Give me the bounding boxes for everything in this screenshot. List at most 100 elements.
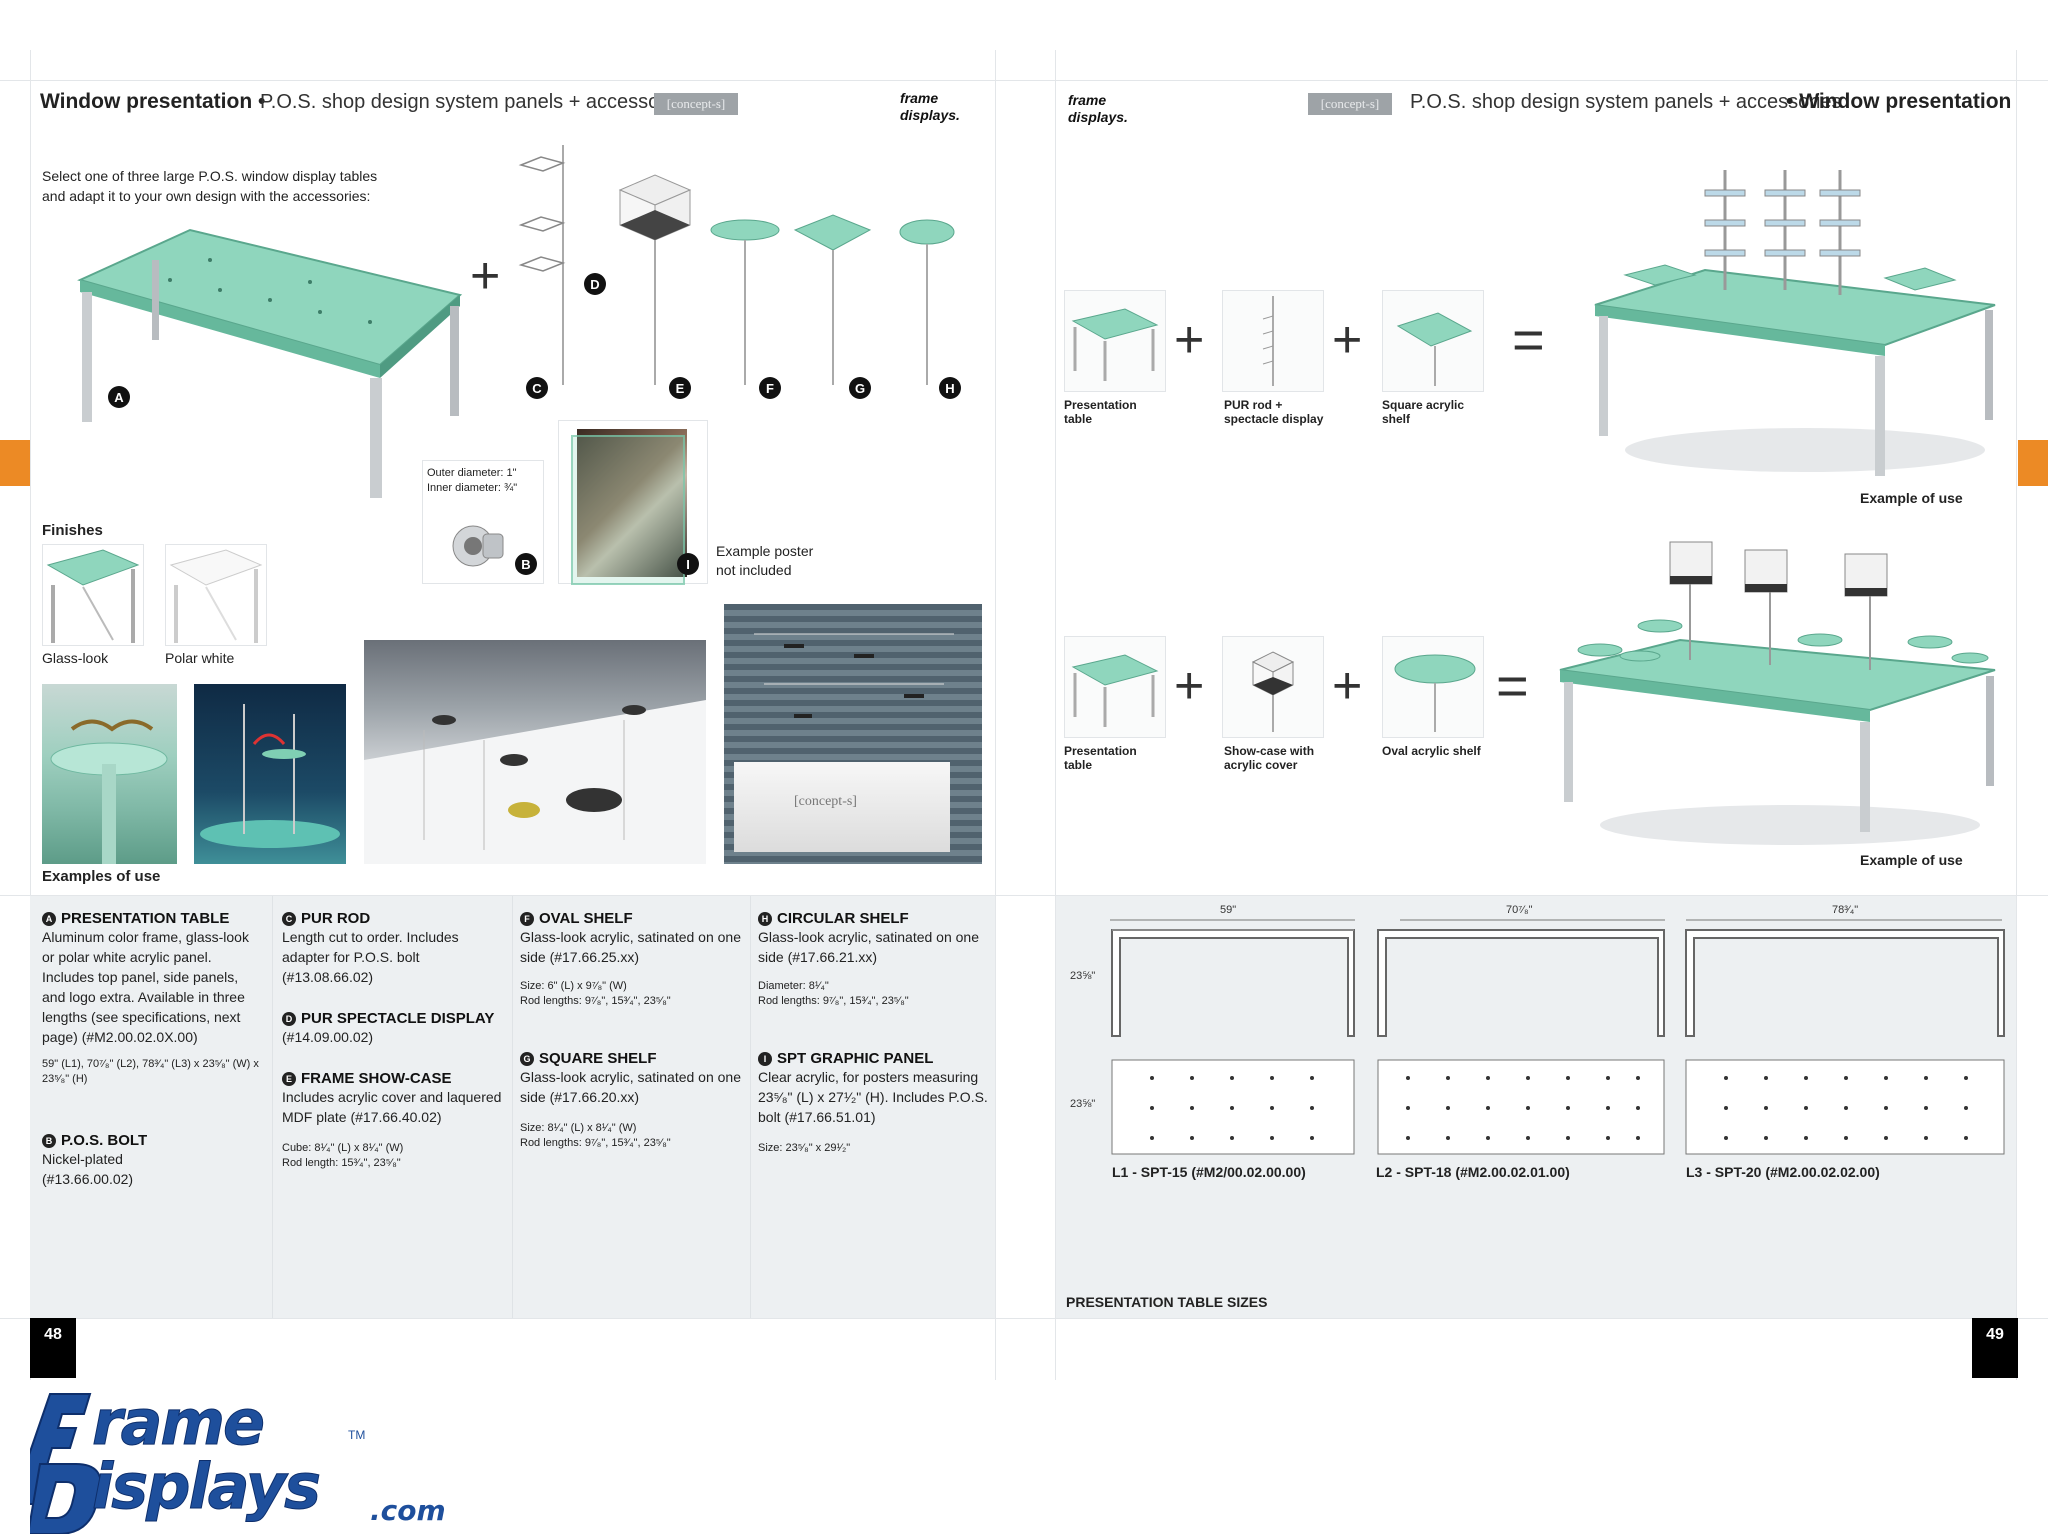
example-photo-2 — [194, 684, 346, 864]
thumb-oval-shelf — [1382, 636, 1484, 738]
spec-body: Includes acrylic cover and laquered MDF … — [282, 1089, 502, 1125]
spec-title: OVAL SHELF — [539, 910, 633, 927]
svg-text:displays.: displays. — [1068, 109, 1128, 125]
example-of-use-1-illustration — [1585, 160, 2010, 480]
svg-text:frame: frame — [1068, 92, 1106, 108]
examples-title: Examples of use — [42, 868, 161, 885]
page-gutter-left — [995, 50, 996, 1380]
right-page-subtitle: P.O.S. shop design system panels + acces… — [1410, 91, 1842, 113]
plus-sign-2a: + — [1174, 657, 1205, 715]
spec-badge-e: E — [282, 1071, 296, 1086]
example-photo-1 — [42, 684, 177, 864]
spec-spt-graphic-panel: I SPT GRAPHIC PANEL Clear acrylic, for po… — [758, 1050, 988, 1156]
size-width-l1: 59" — [1220, 904, 1237, 916]
equals-sign-2: = — [1496, 654, 1529, 717]
plus-sign-2b: + — [1332, 657, 1363, 715]
caption-oval-shelf: Oval acrylic shelf — [1382, 744, 1481, 758]
caption-pur-rod-spectacle: PUR rod + spectacle display — [1224, 398, 1324, 426]
left-page-title: Window presentation • — [40, 90, 266, 113]
plus-sign-1a: + — [1174, 311, 1205, 369]
spec-badge-a: A — [42, 911, 56, 926]
badge-a: A — [108, 386, 130, 408]
brand-line-1: rame — [91, 1386, 265, 1460]
example-photo-3 — [364, 640, 706, 864]
brand-com: .com — [370, 1494, 446, 1527]
thumb-show-case — [1222, 636, 1324, 738]
spec-body: Aluminum color frame, glass-look or pola… — [42, 929, 249, 1045]
thumb-pur-rod-spectacle — [1222, 290, 1324, 392]
spec-badge-g: G — [520, 1051, 534, 1066]
finish-glass-label: Glass-look — [42, 650, 109, 666]
equals-sign-1: = — [1512, 308, 1545, 371]
brand-tm: TM — [348, 1428, 366, 1442]
spec-size: Size: 6" (L) x 9⁷⁄₈" (W) Rod lengths: 9⁷… — [520, 980, 671, 1007]
thumb-presentation-table-2 — [1064, 636, 1166, 738]
size-height-bottom: 23⅝" — [1070, 1098, 1096, 1110]
spec-size: 59" (L1), 70⁷⁄₈" (L2), 78³⁄₄" (L3) x 23⁵… — [42, 1058, 259, 1085]
example-of-use-label-1: Example of use — [1860, 490, 1963, 506]
spec-body: Glass-look acrylic, satinated on one sid… — [520, 929, 741, 965]
badge-d: D — [584, 273, 606, 295]
spec-size: Size: 23⁵⁄₈" x 29¹⁄₂" — [758, 1142, 851, 1154]
header-rule — [0, 80, 2048, 81]
spec-size: Size: 8¹⁄₄" (L) x 8¹⁄₄" (W) Rod lengths:… — [520, 1122, 671, 1149]
poster-caption: Example poster not included — [716, 543, 814, 578]
frame-displays-logo-mark — [10, 1393, 102, 1535]
bolt-diameter-label: Outer diameter: 1" Inner diameter: ¾" — [427, 467, 518, 494]
size-width-l3: 78³⁄₄" — [1832, 904, 1859, 916]
spec-size: Diameter: 8¹⁄₄" Rod lengths: 9⁷⁄₈", 15³⁄… — [758, 980, 909, 1007]
spec-body: Glass-look acrylic, satinated on one sid… — [758, 929, 979, 965]
presentation-table-illustration — [70, 220, 470, 500]
caption-presentation-table-1: Presentation table — [1064, 398, 1137, 426]
page-number-right: 49 — [1972, 1318, 2018, 1378]
size-drawings — [1110, 918, 2010, 1168]
photo-concept-mark: [concept-s] — [794, 794, 857, 809]
finish-white-swatch — [165, 544, 267, 646]
orange-section-tab-left — [0, 440, 30, 486]
spec-body: Glass-look acrylic, satinated on one sid… — [520, 1069, 741, 1105]
section-rule — [0, 895, 2048, 896]
plus-sign: + — [470, 247, 501, 305]
example-photo-4: [concept-s] — [724, 604, 982, 864]
bolt-icon — [452, 525, 504, 567]
example-of-use-2-illustration — [1550, 530, 2010, 850]
orange-section-tab-right — [2018, 440, 2048, 486]
thumb-presentation-table-1 — [1064, 290, 1166, 392]
size-width-l2: 70⁷⁄₈" — [1506, 904, 1533, 916]
plus-sign-1b: + — [1332, 311, 1363, 369]
badge-c: C — [526, 377, 548, 399]
spec-title: PUR SPECTACLE DISPLAY — [301, 1010, 495, 1027]
finish-white-label: Polar white — [165, 650, 235, 666]
badge-f: F — [759, 377, 781, 399]
thumb-square-shelf — [1382, 290, 1484, 392]
spec-badge-h: H — [758, 911, 772, 926]
brand-line-2: isplays — [91, 1450, 321, 1524]
spec-col-divider-2 — [512, 896, 513, 1318]
page-edge-right — [2016, 50, 2017, 1380]
spec-body: Clear acrylic, for posters measuring 23⁵… — [758, 1069, 988, 1125]
spec-title: SPT GRAPHIC PANEL — [777, 1050, 934, 1067]
concept-tag: [concept-s] — [654, 93, 738, 115]
badge-h: H — [939, 377, 961, 399]
spec-badge-f: F — [520, 911, 534, 926]
spec-badge-c: C — [282, 911, 296, 926]
size-label-l2: L2 - SPT-18 (#M2.00.02.01.00) — [1376, 1164, 1570, 1180]
right-page-title: • Window presentation — [1786, 90, 2012, 113]
left-page-subtitle: P.O.S. shop design system panels + acces… — [260, 91, 692, 113]
acrylic-panel — [571, 435, 685, 585]
spec-badge-i: I — [758, 1051, 772, 1066]
sizes-title: PRESENTATION TABLE SIZES — [1066, 1294, 1268, 1310]
badge-e: E — [669, 377, 691, 399]
accessories-illustration — [515, 140, 995, 400]
spec-badge-b: B — [42, 1133, 56, 1148]
size-label-l3: L3 - SPT-20 (#M2.00.02.02.00) — [1686, 1164, 1880, 1180]
spec-title: CIRCULAR SHELF — [777, 910, 909, 927]
spec-title: P.O.S. BOLT — [61, 1132, 148, 1149]
frame-displays-logo: rame TM isplays .com — [10, 1384, 460, 1535]
spec-title: PRESENTATION TABLE — [61, 910, 230, 927]
